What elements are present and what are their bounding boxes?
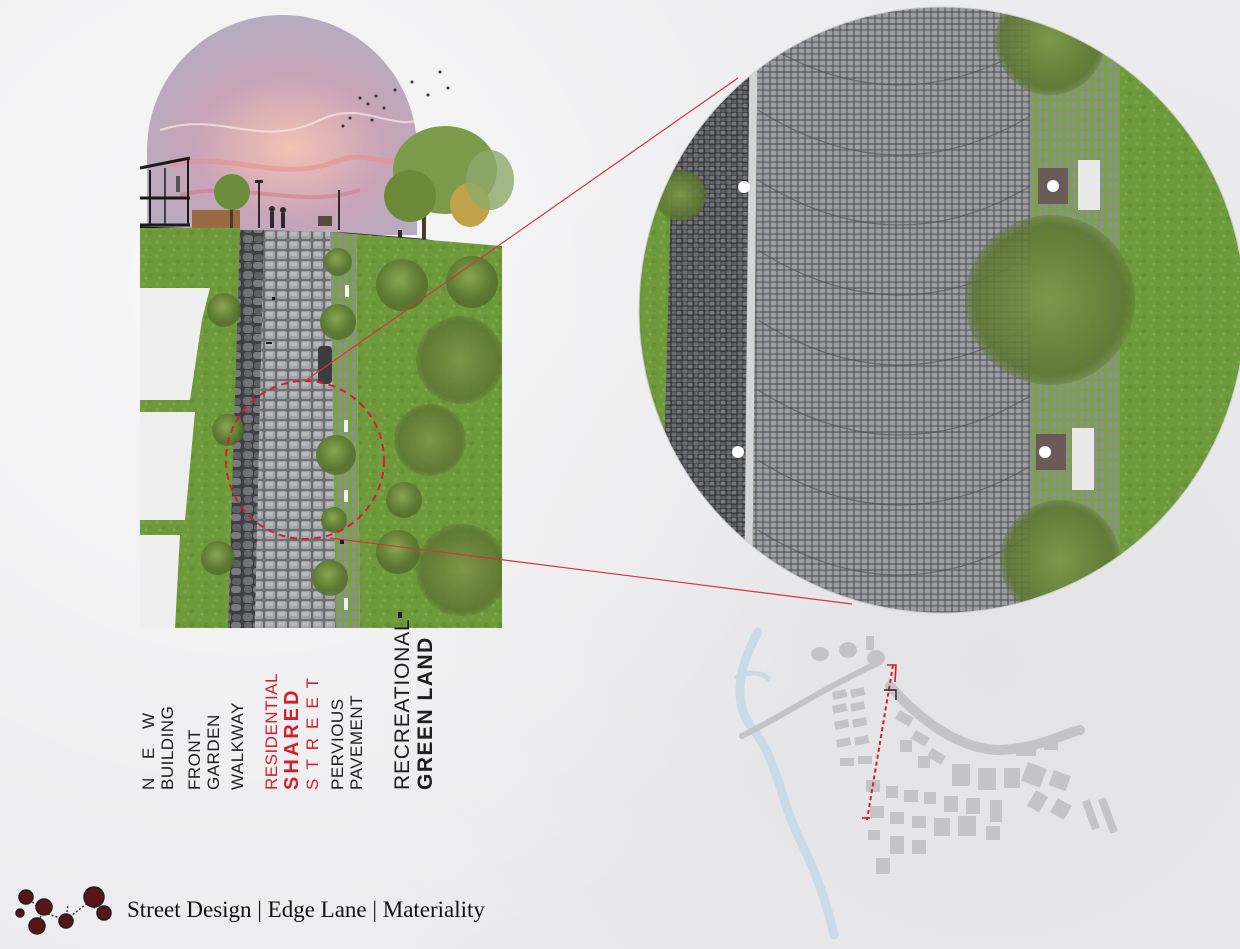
connector-line-top — [304, 77, 739, 382]
birds — [341, 70, 450, 128]
plan-trees — [201, 248, 502, 616]
connector-line-bottom — [329, 537, 853, 605]
fence — [192, 210, 240, 228]
section-people — [255, 180, 402, 242]
street-section — [139, 15, 514, 250]
material-detail-circle — [639, 7, 1240, 613]
material-detail-border — [638, 6, 1240, 614]
zoom-indicator-circle — [225, 380, 385, 540]
page-title: Street Design | Edge Lane | Materiality — [127, 897, 485, 922]
street-plan — [140, 228, 502, 628]
section-building — [139, 156, 191, 227]
network-logo-icon — [15, 886, 112, 935]
location-map — [733, 627, 1118, 940]
section-trees — [214, 126, 514, 247]
